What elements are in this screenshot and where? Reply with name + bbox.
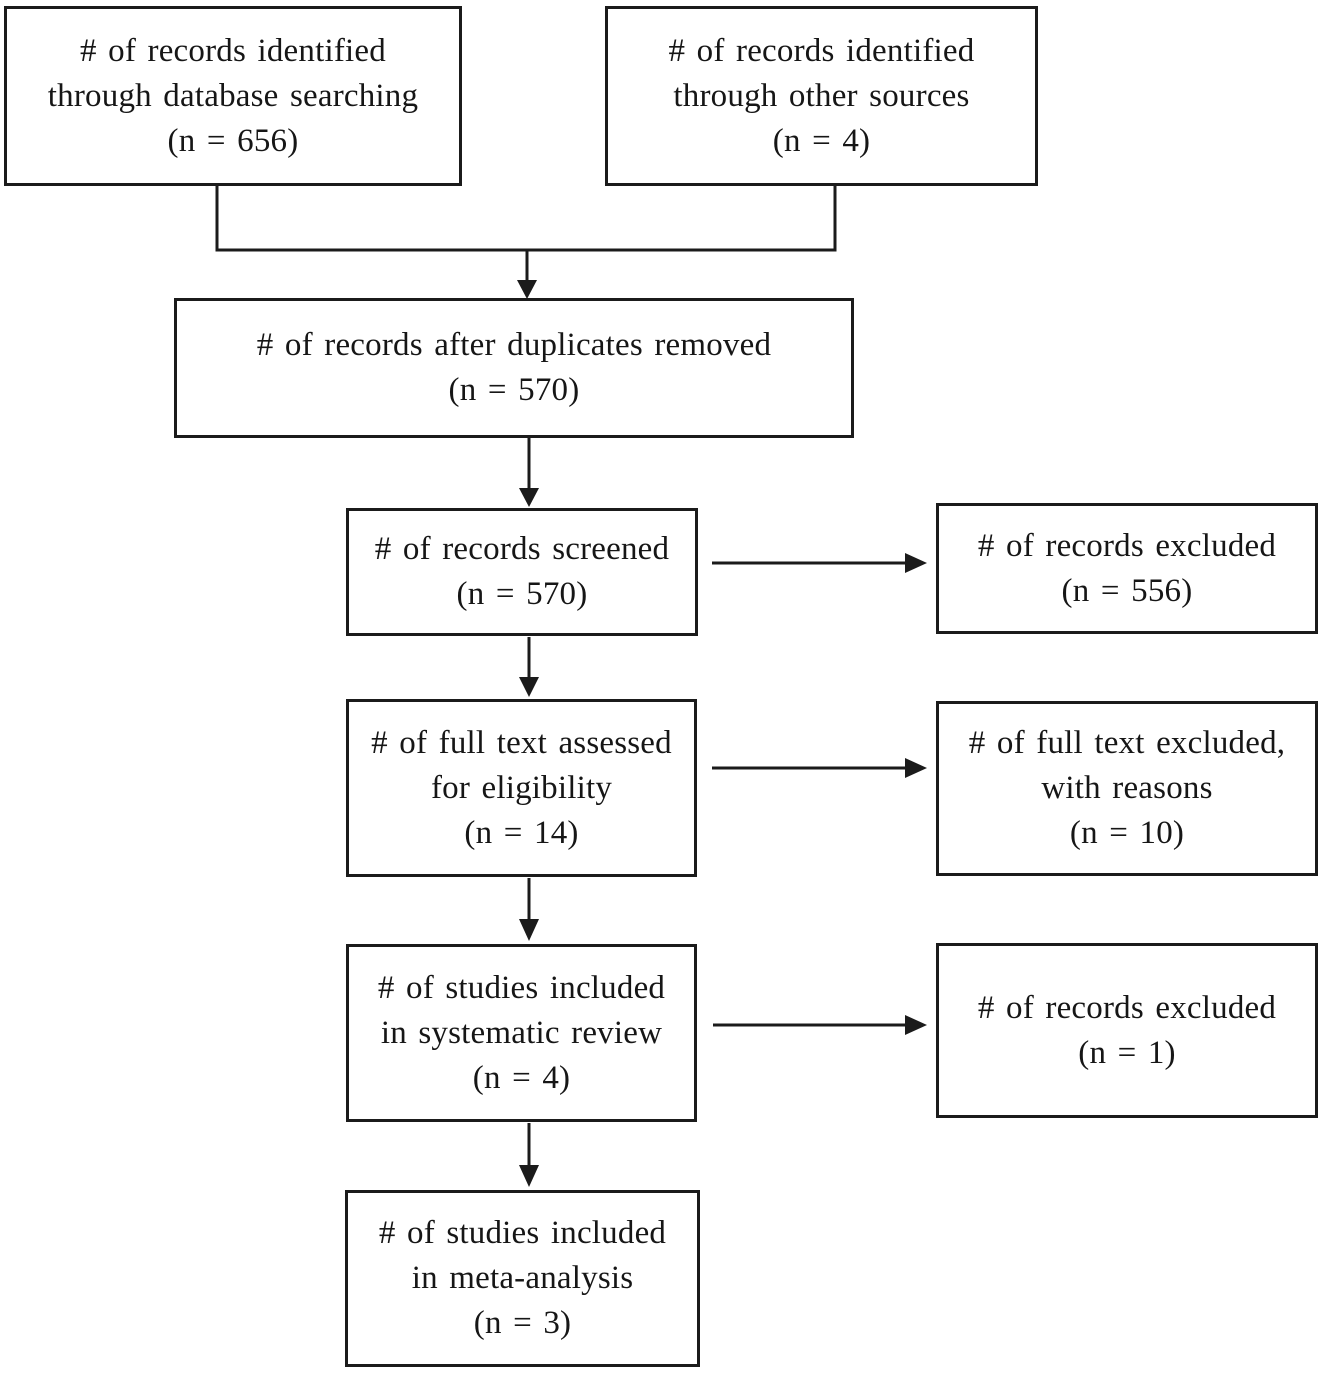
box-text-line: (n = 570)	[456, 576, 588, 612]
arrowhead-to-screened	[519, 488, 539, 507]
arrowhead-to-excluded-fulltext	[905, 758, 927, 778]
box-text-line: # of records excluded	[977, 989, 1277, 1026]
box-fulltext-excluded: # of full text excluded, with reasons (n…	[936, 701, 1318, 876]
box-text-line: # of studies included	[377, 969, 666, 1006]
box-included-meta: # of studies included in meta-analysis (…	[345, 1190, 700, 1367]
box-text-line: (n = 10)	[1069, 815, 1185, 851]
box-text-line: for eligibility	[430, 769, 613, 806]
box-text-line: (n = 14)	[464, 814, 579, 851]
box-text-line: with reasons	[1041, 770, 1213, 806]
box-screened: # of records screened (n = 570)	[346, 508, 698, 636]
box-identified-other: # of records identified through other so…	[605, 6, 1038, 186]
box-excluded-screening: # of records excluded (n = 556)	[936, 503, 1318, 634]
box-text-line: in systematic review	[380, 1014, 663, 1051]
box-text-line: # of records identified	[668, 32, 975, 69]
box-text-line: (n = 570)	[448, 372, 580, 408]
box-text-line: # of records identified	[80, 32, 386, 69]
box-text-line: # of records screened	[374, 531, 670, 567]
box-identified-database: # of records identified through database…	[4, 6, 462, 186]
box-text-line: in meta-analysis	[411, 1260, 634, 1296]
box-fulltext-assessed: # of full text assessed for eligibility …	[346, 699, 697, 877]
arrowhead-to-duplicates	[517, 280, 537, 299]
arrowhead-to-fulltext	[519, 677, 539, 697]
box-text-line: (n = 556)	[1061, 572, 1193, 609]
arrowhead-to-excluded-screening	[905, 553, 927, 573]
box-text-line: (n = 3)	[473, 1305, 572, 1341]
box-excluded-review: # of records excluded (n = 1)	[936, 943, 1318, 1118]
box-text-line: through other sources	[673, 77, 970, 114]
arrowhead-to-excluded-review	[905, 1015, 927, 1035]
box-included-systematic: # of studies included in systematic revi…	[346, 944, 697, 1122]
arrowhead-to-systematic	[519, 919, 539, 941]
box-text-line: (n = 4)	[772, 122, 871, 159]
box-text-line: # of records after duplicates removed	[256, 327, 772, 363]
box-text-line: (n = 4)	[472, 1059, 571, 1096]
box-text-line: # of full text assessed	[371, 724, 672, 761]
arrowhead-to-meta	[519, 1165, 539, 1187]
box-text-line: # of studies included	[378, 1215, 667, 1251]
box-text-line: # of full text excluded,	[968, 725, 1286, 761]
box-text-line: # of records excluded	[977, 527, 1277, 564]
box-text-line: (n = 1)	[1078, 1034, 1176, 1071]
box-text-line: through database searching	[47, 77, 419, 114]
box-after-duplicates: # of records after duplicates removed (n…	[174, 298, 854, 438]
box-text-line: (n = 656)	[167, 122, 299, 159]
